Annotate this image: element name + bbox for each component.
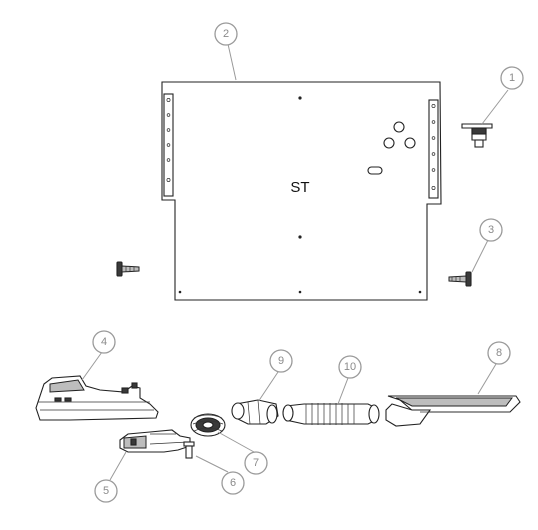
callout-3: 3: [479, 218, 503, 242]
callout-9-label: 9: [278, 355, 284, 367]
callout-9: 9: [269, 349, 293, 373]
elbow-part-9: [231, 399, 279, 425]
callout-1-label: 1: [509, 72, 515, 84]
duct-part-5: [119, 429, 191, 453]
hose-part-10: [282, 403, 380, 425]
housing-part-4: [35, 375, 159, 421]
leader-lines: [81, 43, 509, 481]
callout-6: 6: [221, 471, 245, 495]
callout-2: 2: [214, 22, 238, 46]
panel-part-2: ST: [161, 81, 442, 301]
callout-7-label: 7: [253, 457, 259, 469]
callout-5: 5: [94, 479, 118, 503]
callout-10-label: 10: [344, 361, 356, 373]
callout-1: 1: [500, 66, 524, 90]
coupling-part-7: [190, 413, 226, 437]
callout-3-label: 3: [488, 224, 494, 236]
callout-4-label: 4: [101, 336, 107, 348]
panel-label: ST: [290, 179, 309, 196]
bracket-part-1: [461, 123, 493, 148]
callout-2-label: 2: [223, 28, 229, 40]
callout-7: 7: [244, 451, 268, 475]
screw-part-3: [448, 271, 472, 287]
callout-6-label: 6: [230, 477, 236, 489]
callout-8-label: 8: [496, 347, 502, 359]
tray-part-8: [385, 395, 521, 427]
callout-5-label: 5: [103, 485, 109, 497]
callout-10: 10: [338, 355, 362, 379]
callout-8: 8: [487, 341, 511, 365]
pin-part-6: [183, 441, 195, 459]
callout-4: 4: [92, 330, 116, 354]
screw-left: [116, 261, 140, 277]
